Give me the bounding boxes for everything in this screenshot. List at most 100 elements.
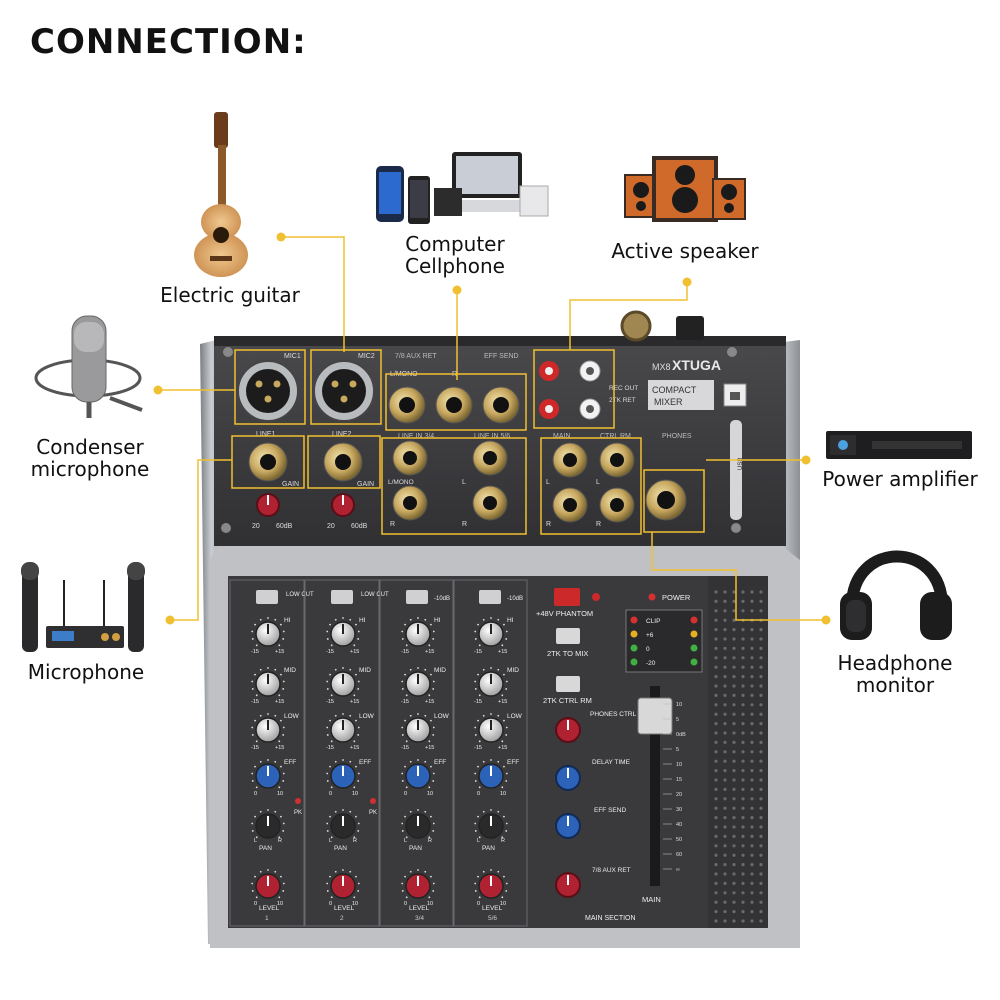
2tk-ret-rca[interactable] [539, 398, 601, 420]
eff-knob-4[interactable] [474, 759, 508, 789]
ctrl-rm-r-jack[interactable] [599, 487, 635, 523]
vent-hole [732, 919, 736, 923]
line-in-3-jack[interactable] [392, 440, 428, 476]
aux-return-r-jack[interactable] [435, 386, 473, 424]
knob-tick [342, 667, 344, 669]
gain-knob-2[interactable] [331, 493, 355, 517]
pan-knob-3[interactable] [401, 809, 435, 839]
line-in-4-jack[interactable] [392, 485, 428, 521]
eff-send-jack[interactable] [482, 386, 520, 424]
eff-knob-3[interactable] [401, 759, 435, 789]
strip-switch[interactable] [479, 590, 501, 604]
knob-tick [432, 830, 435, 832]
2tk-ctrl-rm-switch[interactable] [556, 676, 580, 692]
knob-tick [274, 668, 277, 671]
ten-label: 10 [352, 791, 358, 797]
phones-jack[interactable] [645, 479, 687, 521]
eq-min-label: -15 [326, 699, 334, 705]
knob-tick [503, 623, 505, 626]
phantom-switch[interactable] [554, 588, 580, 606]
delay-time-knob[interactable] [555, 765, 581, 791]
mid-knob-2[interactable] [326, 667, 360, 697]
knob-tick [401, 680, 404, 683]
knob-tick [330, 786, 333, 789]
pan-knob-2[interactable] [326, 809, 360, 839]
line-in-6-jack[interactable] [472, 485, 508, 521]
hi-knob-1[interactable] [251, 617, 285, 647]
knob-tick [274, 760, 277, 763]
strip-switch[interactable] [256, 590, 278, 604]
knob-tick [282, 890, 285, 892]
vent-hole [759, 646, 763, 651]
xlr-input-1[interactable] [234, 349, 306, 425]
knob-tick [330, 644, 333, 647]
level-knob-2[interactable] [326, 869, 360, 899]
eff-send-knob[interactable] [555, 813, 581, 839]
main-out-l-jack[interactable] [552, 442, 588, 478]
line-input-1-jack[interactable] [248, 442, 288, 482]
pan-knob-4[interactable] [474, 809, 508, 839]
gain-label-2: GAIN [357, 481, 374, 488]
mic1-label: MIC1 [284, 353, 301, 360]
main-out-r-jack[interactable] [552, 487, 588, 523]
hi-knob-2[interactable] [326, 617, 360, 647]
low-knob-4[interactable] [474, 713, 508, 743]
knob-tick [326, 680, 329, 683]
xlr-input-2[interactable] [313, 360, 375, 422]
hi-knob-4[interactable] [474, 617, 508, 647]
low-knob-2[interactable] [326, 713, 360, 743]
knob-tick [478, 786, 481, 789]
aux-ret-knob[interactable] [555, 872, 581, 898]
main-fader-label: MAIN [642, 895, 661, 904]
minus10-label: -10dB [507, 596, 523, 602]
vent-hole [723, 693, 727, 698]
level-knob-1[interactable] [251, 869, 285, 899]
ctrl-rm-l-jack[interactable] [599, 442, 635, 478]
mid-knob-1[interactable] [251, 667, 285, 697]
knob-tick [409, 618, 412, 621]
vent-hole [732, 609, 736, 613]
line-in-5-jack[interactable] [472, 440, 508, 476]
vent-hole [750, 693, 754, 698]
vent-hole [759, 797, 763, 801]
rec-out-rca[interactable] [539, 360, 601, 382]
gain-knob-1[interactable] [256, 493, 280, 517]
eff-knob-1[interactable] [251, 759, 285, 789]
knob-tick [501, 694, 504, 697]
main-fader-cap[interactable] [637, 697, 673, 735]
eff-label: EFF [284, 759, 296, 766]
vent-hole [750, 590, 754, 594]
vent-hole [714, 825, 718, 829]
2tk-to-mix-switch[interactable] [556, 628, 580, 644]
phones-ctrl-rm-knob[interactable] [555, 717, 581, 743]
hi-knob-3[interactable] [401, 617, 435, 647]
level-knob-3[interactable] [401, 869, 435, 899]
line34-r-label: R [390, 521, 395, 528]
vent-hole [714, 665, 718, 669]
line-input-2-jack[interactable] [323, 442, 363, 482]
aux-return-l-jack[interactable] [388, 386, 426, 424]
strip-border [452, 579, 528, 927]
vent-hole [759, 703, 763, 707]
low-knob-1[interactable] [251, 713, 285, 743]
low-knob-3[interactable] [401, 713, 435, 743]
vent-hole [750, 853, 754, 857]
line-in-56-label: LINE IN 5/6 [474, 433, 510, 440]
knob-tick [404, 875, 406, 878]
hi-label: HI [359, 617, 366, 624]
knob-tick [280, 623, 282, 626]
pan-label: PAN [482, 845, 495, 852]
mid-knob-3[interactable] [401, 667, 435, 697]
knob-tick [280, 875, 282, 878]
level-knob-4[interactable] [474, 869, 508, 899]
strip-switch[interactable] [406, 590, 428, 604]
pan-knob-1[interactable] [251, 809, 285, 839]
eff-knob-2[interactable] [326, 759, 360, 789]
vent-hole [759, 665, 763, 669]
knob-tick [255, 694, 258, 697]
vent-hole [732, 900, 736, 904]
strip-switch[interactable] [331, 590, 353, 604]
knob-tick [254, 815, 256, 818]
vent-hole [759, 599, 763, 604]
mid-knob-4[interactable] [474, 667, 508, 697]
